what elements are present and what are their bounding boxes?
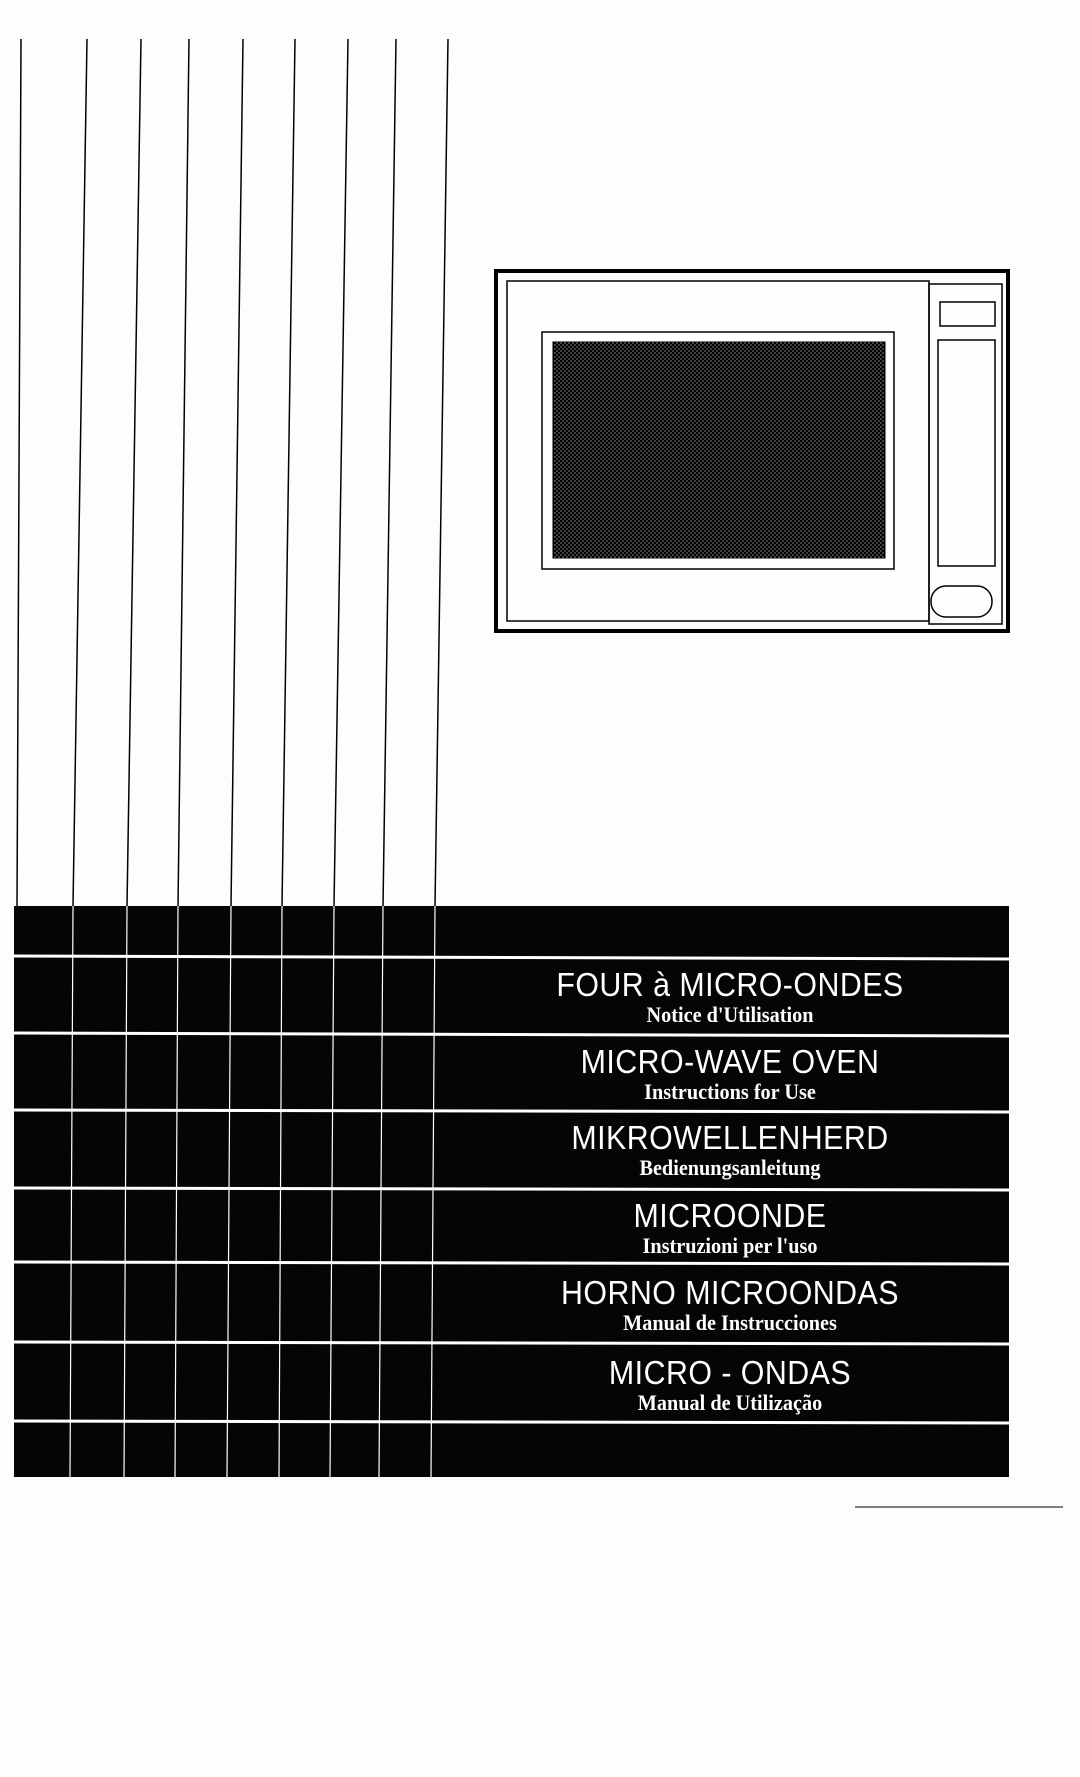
language-title: MIKROWELLENHERD [571, 1119, 889, 1156]
language-subtitle: Instruzioni per l'uso [642, 1233, 818, 1258]
language-subtitle: Manual de Utilização [637, 1390, 823, 1415]
language-subtitle: Manual de Instrucciones [623, 1310, 837, 1335]
language-block-german: MIKROWELLENHERD Bedienungsanleitung [440, 1120, 1020, 1180]
language-title: HORNO MICROONDAS [561, 1274, 899, 1311]
language-title: MICROONDE [633, 1197, 827, 1234]
title-panel [14, 906, 1009, 1477]
language-block-english: MICRO-WAVE OVEN Instructions for Use [440, 1044, 1020, 1104]
language-title: MICRO - ONDAS [608, 1354, 852, 1391]
microwave-illustration [494, 269, 1010, 633]
language-title: MICRO-WAVE OVEN [580, 1043, 880, 1080]
panel-vertical-lines [69, 905, 436, 1478]
language-block-italian: MICROONDE Instruzioni per l'uso [440, 1198, 1020, 1258]
panel-separators [13, 954, 1010, 1425]
language-block-portuguese: MICRO - ONDAS Manual de Utilização [440, 1355, 1020, 1415]
language-block-french: FOUR à MICRO-ONDES Notice d'Utilisation [440, 967, 1020, 1027]
language-subtitle: Bedienungsanleitung [639, 1155, 821, 1180]
language-subtitle: Instructions for Use [644, 1079, 816, 1104]
language-title: FOUR à MICRO-ONDES [556, 966, 904, 1003]
language-subtitle: Notice d'Utilisation [646, 1002, 814, 1027]
vertical-stripes [16, 38, 449, 907]
language-block-spanish: HORNO MICROONDAS Manual de Instrucciones [440, 1275, 1020, 1335]
